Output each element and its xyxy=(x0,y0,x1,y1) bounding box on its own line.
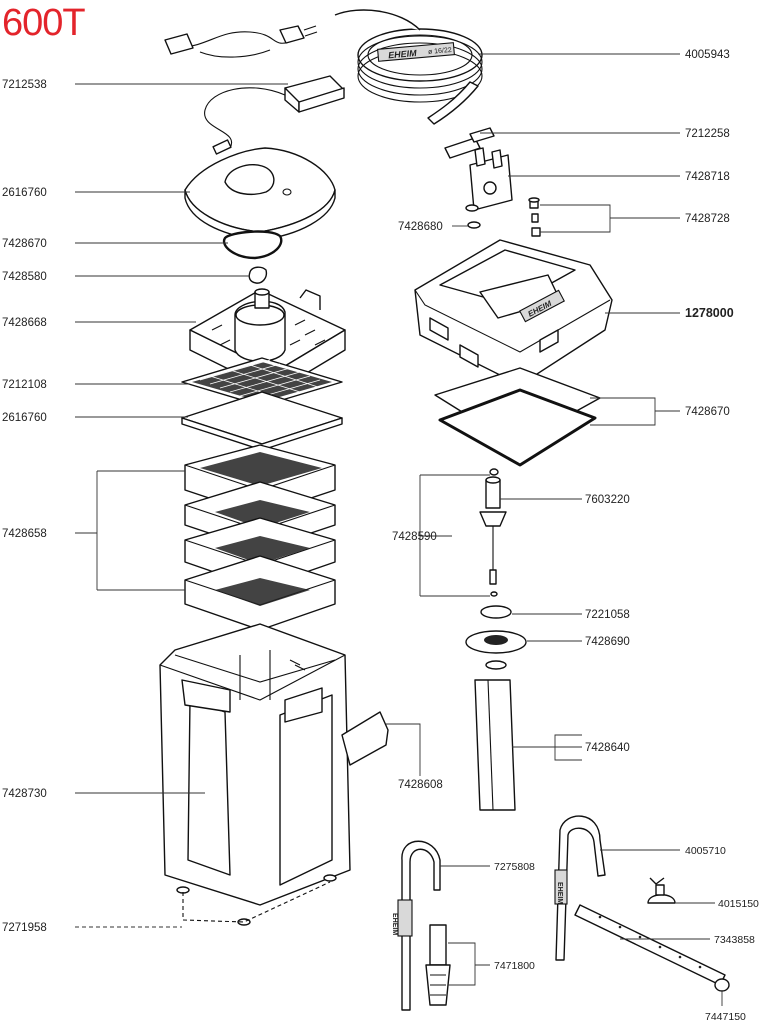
label-7221058: 7221058 xyxy=(585,609,630,621)
seal-ring-illustration xyxy=(480,605,512,619)
impeller-cover-illustration xyxy=(465,630,527,670)
outlet-brand-mark: EHEIM xyxy=(556,882,563,904)
pump-gasket-illustration xyxy=(434,367,601,467)
o-ring-illustration xyxy=(467,221,481,229)
label-7212108: 7212108 xyxy=(2,379,47,391)
model-title: 600T xyxy=(2,2,86,44)
valve-part-illustration xyxy=(248,266,268,284)
lid-gasket-illustration xyxy=(222,230,283,260)
hose-brand-mark: EHEIM xyxy=(388,48,418,60)
label-4005710: 4005710 xyxy=(685,845,726,857)
label-7428590: 7428590 xyxy=(392,531,437,543)
label-7271958: 7271958 xyxy=(2,922,47,934)
filter-pad-illustration xyxy=(181,391,343,445)
label-7428608: 7428608 xyxy=(398,779,443,791)
power-cord-illustration xyxy=(164,25,318,58)
power-supply-illustration xyxy=(204,75,345,155)
suction-cup-illustration xyxy=(647,877,676,904)
label-7428640: 7428640 xyxy=(585,742,630,754)
label-7428690: 7428690 xyxy=(585,636,630,648)
intake-pipe-illustration xyxy=(474,679,516,811)
label-7428658: 7428658 xyxy=(2,528,47,540)
label-7212258: 7212258 xyxy=(685,128,730,140)
label-7212538: 7212538 xyxy=(2,79,47,91)
valve-block-illustration xyxy=(465,147,513,212)
adapter-illustration xyxy=(444,127,495,159)
label-7428730: 7428730 xyxy=(2,788,47,800)
label-1278000: 1278000 xyxy=(685,306,734,320)
outlet-tube-illustration: EHEIM xyxy=(554,815,606,961)
label-7428728: 7428728 xyxy=(685,213,730,225)
label-7428580: 7428580 xyxy=(2,271,47,283)
strainer-illustration xyxy=(425,924,451,1006)
hose-size-marking: ø 16/22 xyxy=(428,47,452,56)
label-4005943: 4005943 xyxy=(685,49,730,61)
label-7343858: 7343858 xyxy=(714,934,755,946)
part-labels: 4005943 7212538 7212258 7428718 2616760 … xyxy=(2,49,759,1023)
label-2616760-pad: 2616760 xyxy=(2,412,47,424)
label-7428680: 7428680 xyxy=(398,221,443,233)
label-2616760-lid: 2616760 xyxy=(2,187,47,199)
leader-lines xyxy=(75,53,723,1006)
filter-lid-illustration xyxy=(184,147,336,241)
hose-coil-illustration: EHEIM ø 16/22 xyxy=(334,9,483,125)
pump-head-illustration: EHEIM xyxy=(414,239,613,386)
label-7275808: 7275808 xyxy=(494,861,535,873)
filter-baskets-illustration xyxy=(184,444,336,631)
label-4015150: 4015150 xyxy=(718,898,759,910)
top-module-illustration xyxy=(189,288,346,393)
canister-body-illustration xyxy=(159,623,351,926)
spray-bar-illustration xyxy=(574,904,726,986)
label-7471800: 7471800 xyxy=(494,960,535,972)
label-7447150: 7447150 xyxy=(705,1011,746,1023)
inlet-brand-mark: EHEIM xyxy=(391,913,398,935)
impeller-illustration xyxy=(479,468,507,597)
label-7428718: 7428718 xyxy=(685,171,730,183)
label-7603220: 7603220 xyxy=(585,494,630,506)
label-7428670-large: 7428670 xyxy=(685,406,730,418)
label-7428668: 7428668 xyxy=(2,317,47,329)
inlet-tube-illustration: EHEIM xyxy=(391,840,441,1011)
small-nozzles-illustration xyxy=(528,197,541,237)
label-7428670-small: 7428670 xyxy=(2,238,47,250)
end-cap-illustration xyxy=(714,978,730,992)
canister-handle-illustration xyxy=(341,711,389,766)
